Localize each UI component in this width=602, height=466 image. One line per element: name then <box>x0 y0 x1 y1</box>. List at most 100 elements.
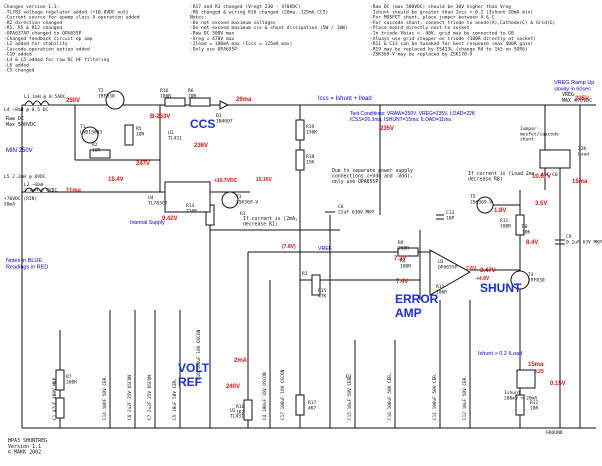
reading-15ma-a: 15ma <box>572 179 588 185</box>
reading-26ma: 26ma <box>236 97 252 103</box>
r7-resistor <box>55 369 65 391</box>
r5-resistor <box>124 124 134 146</box>
r3-resistor <box>311 274 321 296</box>
reading-347v: 3.47V <box>480 268 496 274</box>
c16-label: C16 100uF 50V CER. <box>387 372 393 420</box>
r8-resistor <box>55 397 65 419</box>
reading-2ma: 2mA <box>234 358 248 364</box>
ishunt-rule-label: Ishunt > 0.2 ILoad <box>478 351 522 357</box>
vref-label: VREF <box>318 246 332 252</box>
acg-label: A C C0 <box>541 172 558 178</box>
r6-resistor <box>189 97 211 107</box>
reading-250v: 250V <box>66 98 80 104</box>
l4-label: L4 ~8mH @ 0.5 DC <box>4 107 48 113</box>
shunt-label: SHUNT <box>480 281 522 295</box>
t2-transistor <box>105 90 125 110</box>
reading-49v: +4.9V <box>476 276 490 282</box>
ccs-label: CCS <box>190 117 215 131</box>
reading-235v-a: 235V <box>380 126 394 132</box>
internal-supply-label: Internal Supply <box>130 220 165 226</box>
reading-11ma: 11ma <box>66 188 82 194</box>
reading-84v: 8.4V <box>526 240 538 246</box>
d2-label: D2 <box>346 374 352 380</box>
r9-resistor <box>397 247 419 257</box>
reading-154v: 15.4V <box>108 177 124 183</box>
c17-label: C17 100uF 16V OSCON <box>280 369 286 420</box>
c4-label: C4 100uF 16V OSCON <box>262 372 268 420</box>
reading-025: 0.25 <box>534 369 544 375</box>
reading-78v: (7.8V) <box>282 244 296 250</box>
notes-text: Changes version 1.1:-TL783 voltage regul… <box>4 4 555 74</box>
notes-right: -Raw DC (max 500VDC) should be 30V highe… <box>370 4 555 58</box>
reading-236v: 236V <box>194 143 208 149</box>
c10-label: C10 100uF 16V OSCON <box>196 329 202 380</box>
c11-label: C11 100uF 50V CER. <box>432 372 438 420</box>
d1-diode <box>219 100 230 110</box>
c7-label: C7 2u2F 25V OSCON <box>147 375 153 420</box>
c15-label: C15 10uF 50V CER. <box>347 375 353 420</box>
reading-015v: 0.15V <box>550 381 566 387</box>
reading-1067v: 10.67V <box>532 174 551 180</box>
r18-resistor <box>295 149 305 171</box>
min-250-label: MIN 250V <box>6 148 33 154</box>
t1-transistor <box>81 126 99 144</box>
r10-resistor <box>243 399 253 421</box>
reading-247v: 247V <box>136 161 150 167</box>
c1-label: C1 47uF 400V MKP <box>52 377 58 420</box>
r17-resistor <box>295 394 305 416</box>
reading-942v: 9.42V <box>162 216 178 222</box>
if-current-r11-label: If current is (Load 2ma,decrease R8) <box>468 171 537 183</box>
reading-235v-b: 235V <box>575 96 589 102</box>
ground-label: GROUND <box>546 430 563 436</box>
l5-label: L5 2.2mH @ 8VDC <box>4 174 46 180</box>
notes-mid: -R17 and R3 changed (Vregt 230 - 470VDC)… <box>190 4 348 52</box>
reading-107vdc: +10.7VDC <box>214 178 238 184</box>
l1-inductor <box>24 100 50 107</box>
if-current-2ma-label: If current is (2mA,decrease R1) <box>243 216 298 228</box>
r16-resistor <box>164 97 186 107</box>
t5-transistor <box>476 196 494 214</box>
reading-74v: 7.4V <box>396 279 408 285</box>
ishunt-box <box>516 369 536 389</box>
r2-resistor <box>89 149 111 159</box>
c5-label: C5 10uF 50V CER. <box>172 378 178 420</box>
r19-resistor <box>295 119 305 141</box>
r1-label: R1 <box>240 211 246 217</box>
reading-b253v: B-253V <box>150 114 170 120</box>
raw-minus-label: +70VDC (RIN)50mA <box>4 196 37 207</box>
opamp-triangle <box>429 249 472 296</box>
reading-1516v: 15.16V <box>256 177 273 183</box>
